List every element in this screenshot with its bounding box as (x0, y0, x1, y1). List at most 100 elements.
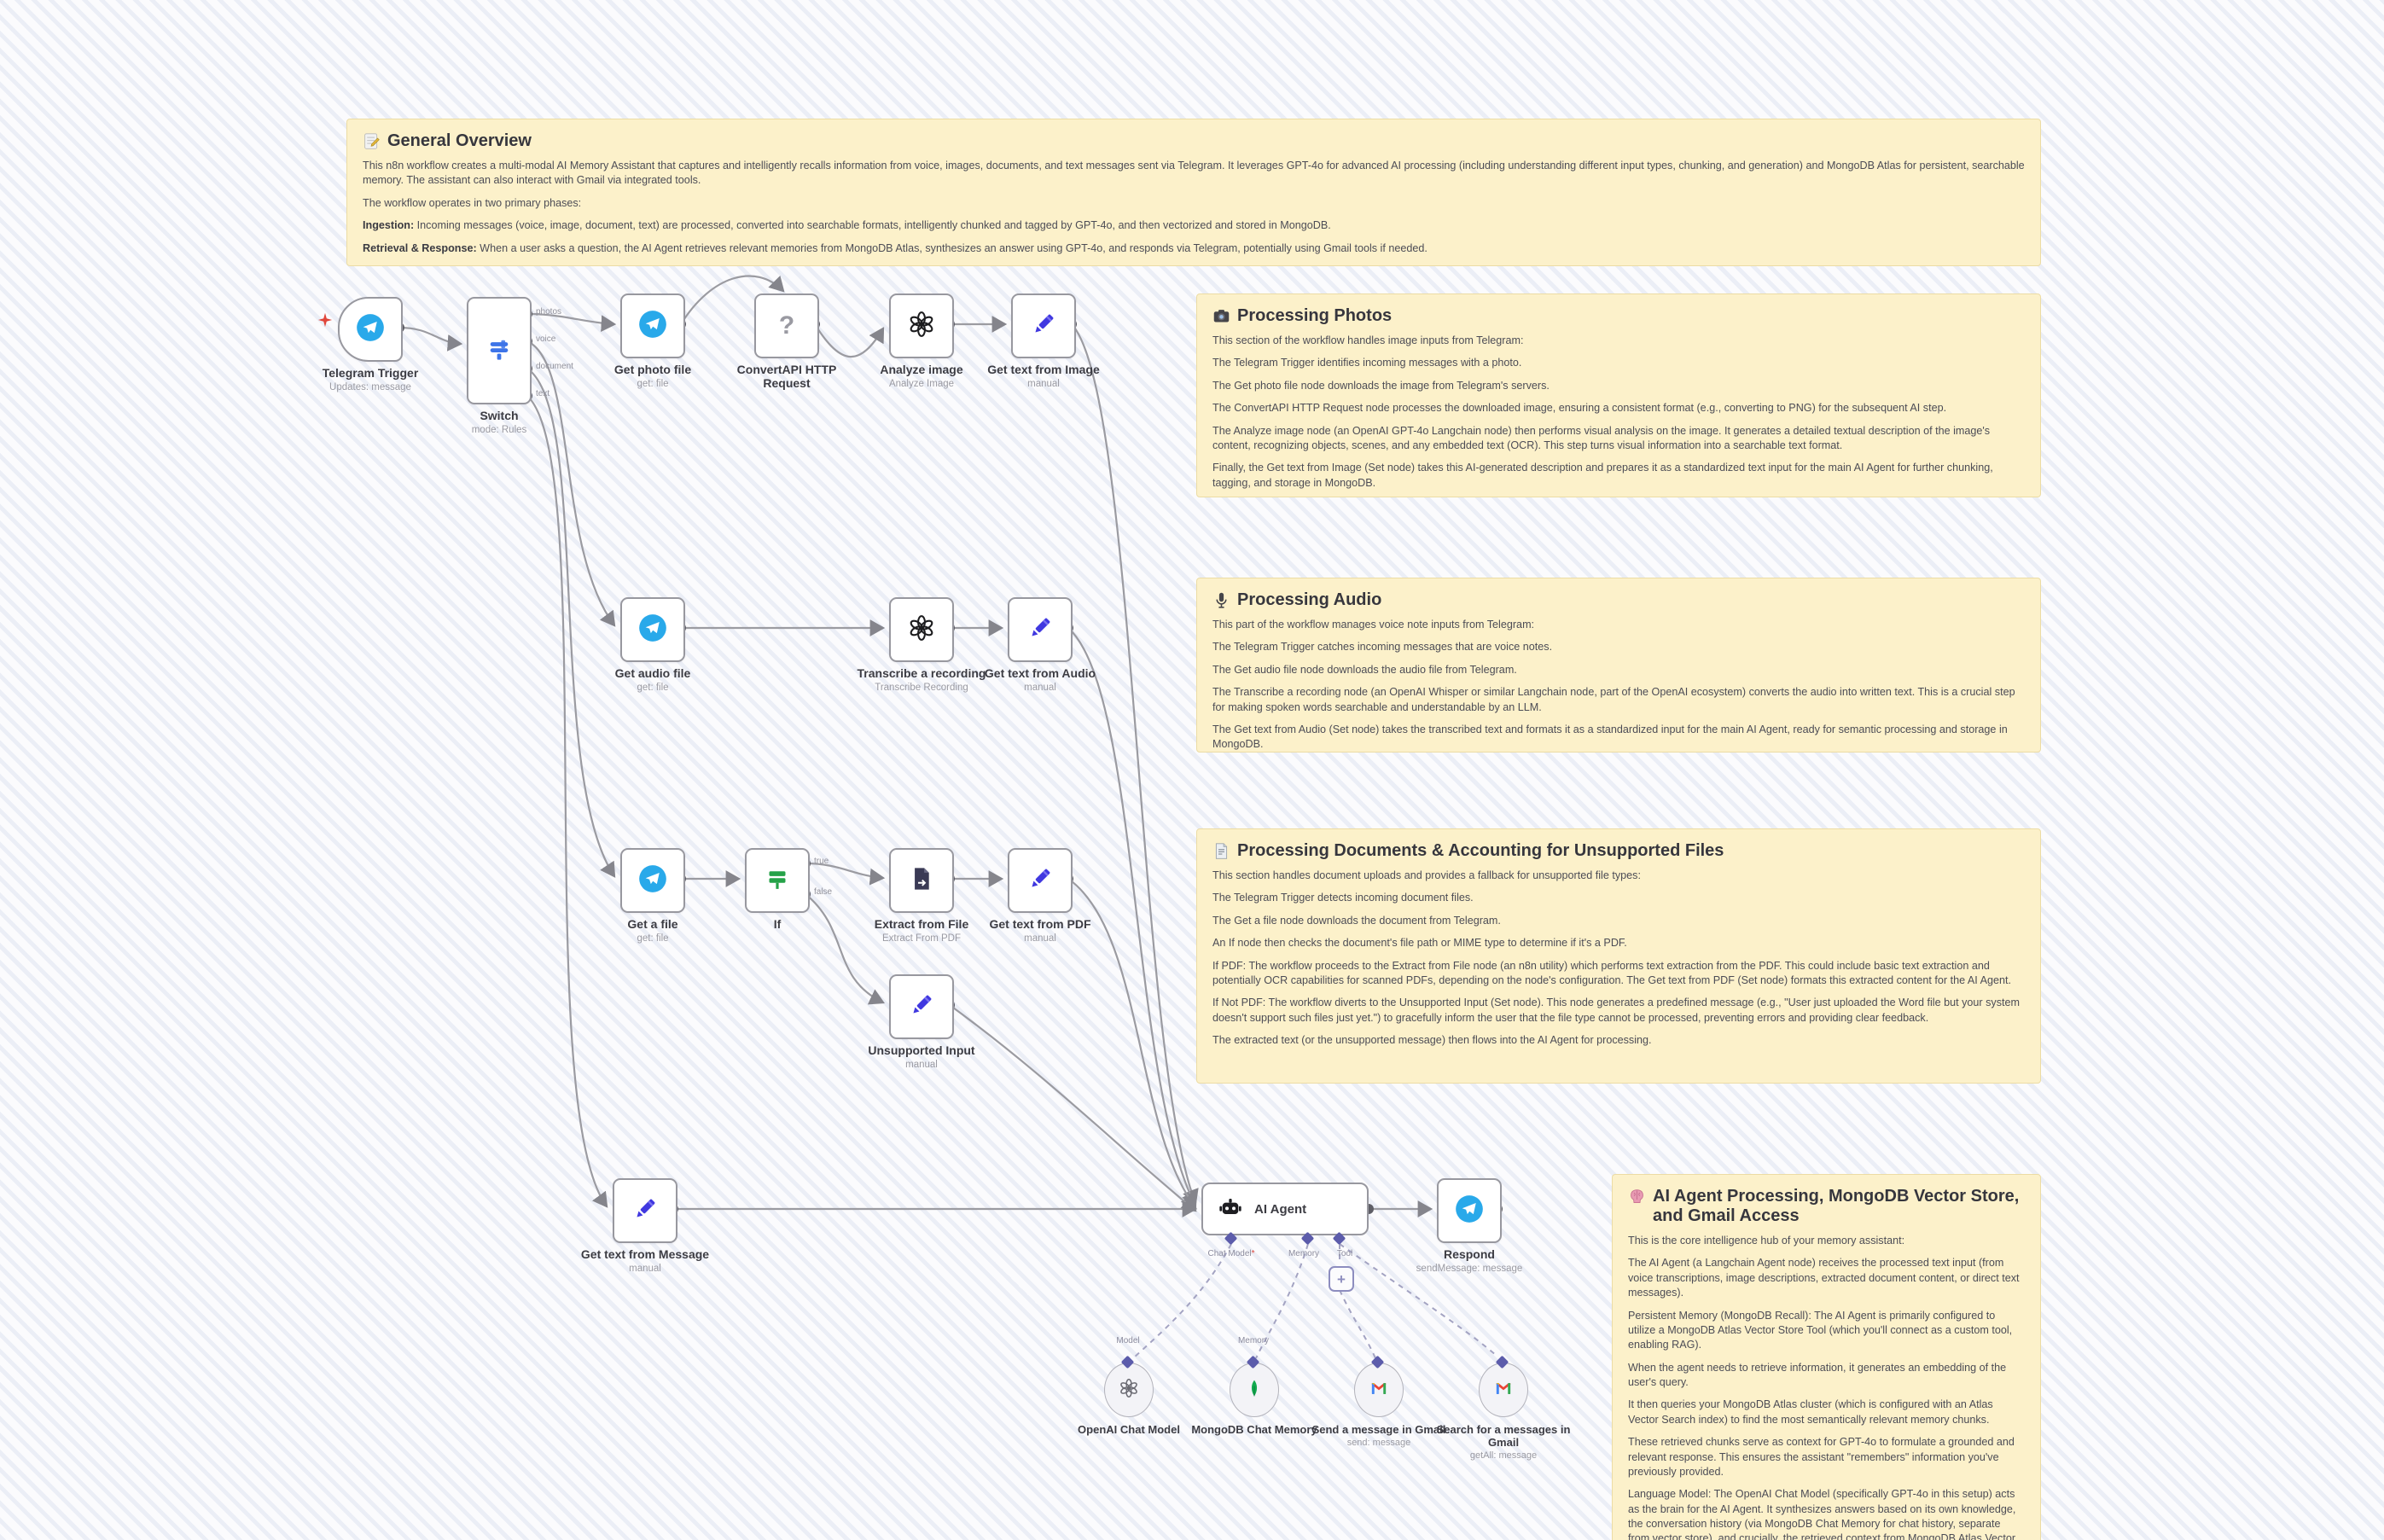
switch-output-label: text (536, 389, 550, 398)
sticky-note-processing-documents[interactable]: Processing Documents & Accounting for Un… (1196, 828, 2041, 1084)
node-label: Unsupported Input (868, 1043, 975, 1057)
node-get-text-from-message[interactable]: Get text from Message manual (581, 1178, 709, 1274)
memo-icon (363, 132, 381, 150)
if-output-label: true (814, 857, 829, 866)
sticky-paragraph: Retrieval & Response: When a user asks a… (363, 241, 1427, 254)
sticky-paragraph: This is the core intelligence hub of you… (1628, 1235, 1905, 1247)
gmail-icon (1367, 1376, 1391, 1404)
sticky-paragraph: These retrieved chunks serve as context … (1628, 1436, 2015, 1478)
node-get-photo-file[interactable]: Get photo file get: file (614, 293, 691, 389)
sticky-paragraph: The Telegram Trigger catches incoming me… (1212, 641, 1553, 654)
sticky-paragraph: If PDF: The workflow proceeds to the Ext… (1212, 959, 2012, 986)
node-switch[interactable]: Switch mode: Rules (467, 297, 532, 435)
openai-icon (905, 308, 938, 345)
switch-output-label: photos (536, 307, 562, 317)
node-label: If (773, 917, 782, 931)
red-sparkle-icon (317, 312, 333, 328)
node-subtitle: Updates: message (329, 382, 411, 393)
node-label: Switch (480, 409, 519, 422)
node-telegram-trigger[interactable]: Telegram Trigger Updates: message (323, 297, 418, 392)
node-get-a-file[interactable]: Get a file get: file (620, 848, 685, 944)
sticky-title-text: Processing Documents & Accounting for Un… (1237, 841, 1724, 860)
node-analyze-image[interactable]: Analyze image Analyze Image (880, 293, 963, 389)
node-subtitle: Transcribe Recording (875, 683, 968, 694)
node-subtitle: sendMessage: message (1416, 1264, 1523, 1275)
node-label: Get text from Image (987, 363, 1100, 376)
openai-icon (905, 612, 938, 648)
node-label: Send a message in Gmail (1311, 1423, 1446, 1436)
subnode-mongodb-chat-memory[interactable]: MongoDB Chat Memory (1191, 1363, 1317, 1436)
node-transcribe-a-recording[interactable]: Transcribe a recording Transcribe Record… (858, 597, 986, 693)
node-get-text-from-image[interactable]: Get text from Image manual (987, 293, 1100, 389)
node-get-text-from-audio[interactable]: Get text from Audio manual (985, 597, 1096, 693)
node-extract-from-file[interactable]: Extract from File Extract From PDF (875, 848, 968, 944)
node-unsupported-input[interactable]: Unsupported Input manual (868, 974, 975, 1070)
sticky-paragraph: The ConvertAPI HTTP Request node process… (1212, 402, 1947, 415)
sticky-paragraph: The workflow operates in two primary pha… (363, 196, 582, 209)
node-label: MongoDB Chat Memory (1191, 1423, 1317, 1436)
sticky-note-processing-photos[interactable]: Processing Photos This section of the wo… (1196, 293, 2041, 497)
pencil-icon (629, 1193, 661, 1229)
telegram-icon (354, 311, 387, 348)
node-label: Analyze image (880, 363, 963, 376)
node-label: Respond (1444, 1247, 1495, 1261)
node-label: Extract from File (874, 917, 969, 931)
node-label: Search for a messages in Gmail (1436, 1423, 1571, 1449)
node-label: Get text from PDF (989, 917, 1091, 931)
telegram-icon (637, 308, 669, 345)
node-get-text-from-pdf[interactable]: Get text from PDF manual (989, 848, 1091, 944)
node-subtitle: manual (1024, 933, 1056, 944)
sticky-paragraph: Language Model: The OpenAI Chat Model (s… (1628, 1488, 2016, 1540)
sticky-paragraph: This part of the workflow manages voice … (1212, 619, 1535, 631)
question-mark-icon: ? (778, 311, 795, 340)
sticky-title: AI Agent Processing, MongoDB Vector Stor… (1628, 1187, 2025, 1226)
sticky-paragraph: The Get audio file node downloads the au… (1212, 663, 1517, 676)
sticky-title-text: AI Agent Processing, MongoDB Vector Stor… (1653, 1187, 2020, 1225)
switch-output-label: voice (536, 334, 556, 344)
tool-port-label: Tool (1336, 1249, 1353, 1258)
connections[interactable] (398, 275, 1433, 1217)
node-get-audio-file[interactable]: Get audio file get: file (615, 597, 690, 693)
sticky-paragraph: This section handles document uploads an… (1212, 869, 1641, 881)
add-tool-button[interactable]: + (1329, 1266, 1354, 1292)
sticky-title: Processing Audio (1212, 590, 2025, 610)
node-label: Telegram Trigger (322, 366, 419, 380)
sticky-paragraph: When the agent needs to retrieve informa… (1628, 1361, 2007, 1388)
sticky-title: General Overview (363, 131, 2025, 151)
node-subtitle: mode: Rules (471, 425, 527, 436)
node-subtitle: Analyze Image (888, 379, 955, 390)
sticky-note-ai-agent[interactable]: AI Agent Processing, MongoDB Vector Stor… (1612, 1174, 2041, 1540)
document-icon (1212, 842, 1230, 860)
sticky-paragraph: An If node then checks the document's fi… (1212, 937, 1627, 950)
sticky-paragraph: The extracted text (or the unsupported m… (1212, 1034, 1652, 1046)
node-ai-agent[interactable]: AI Agent (1201, 1183, 1369, 1235)
node-subtitle: manual (1027, 379, 1060, 390)
sticky-paragraph: The Telegram Trigger detects incoming do… (1212, 892, 1474, 904)
sticky-paragraph: The Transcribe a recording node (an Open… (1212, 686, 2015, 713)
node-label: ConvertAPI HTTP Request (736, 363, 837, 391)
subnode-gmail-search[interactable]: Search for a messages in Gmail getAll: m… (1437, 1363, 1570, 1461)
telegram-icon (637, 863, 669, 899)
pencil-icon (1027, 308, 1060, 345)
switch-output-label: document (536, 362, 573, 371)
camera-icon (1212, 307, 1230, 325)
node-subtitle: Extract From PDF (881, 933, 961, 944)
node-convertapi-http-request[interactable]: ? ConvertAPI HTTP Request (737, 293, 836, 390)
sticky-paragraph: The Analyze image node (an OpenAI GPT-4o… (1212, 424, 1991, 451)
microphone-icon (1212, 591, 1230, 609)
subnode-gmail-send[interactable]: Send a message in Gmail send: message (1312, 1363, 1445, 1448)
subnode-connections[interactable] (1132, 1243, 1497, 1359)
sticky-note-general-overview[interactable]: General Overview This n8n workflow creat… (346, 119, 2041, 266)
gmail-icon (1491, 1376, 1515, 1404)
sticky-note-processing-audio[interactable]: Processing Audio This part of the workfl… (1196, 578, 2041, 753)
sticky-title: Processing Photos (1212, 306, 2025, 326)
subnode-openai-chat-model[interactable]: OpenAI Chat Model (1078, 1363, 1180, 1436)
node-if[interactable]: If (745, 848, 810, 931)
node-label: Get a file (627, 917, 678, 931)
node-subtitle: send: message (1346, 1438, 1411, 1448)
node-respond[interactable]: Respond sendMessage: message (1416, 1178, 1522, 1274)
node-subtitle: manual (629, 1264, 661, 1275)
sticky-paragraph: Ingestion: Incoming messages (voice, ima… (363, 219, 1331, 232)
